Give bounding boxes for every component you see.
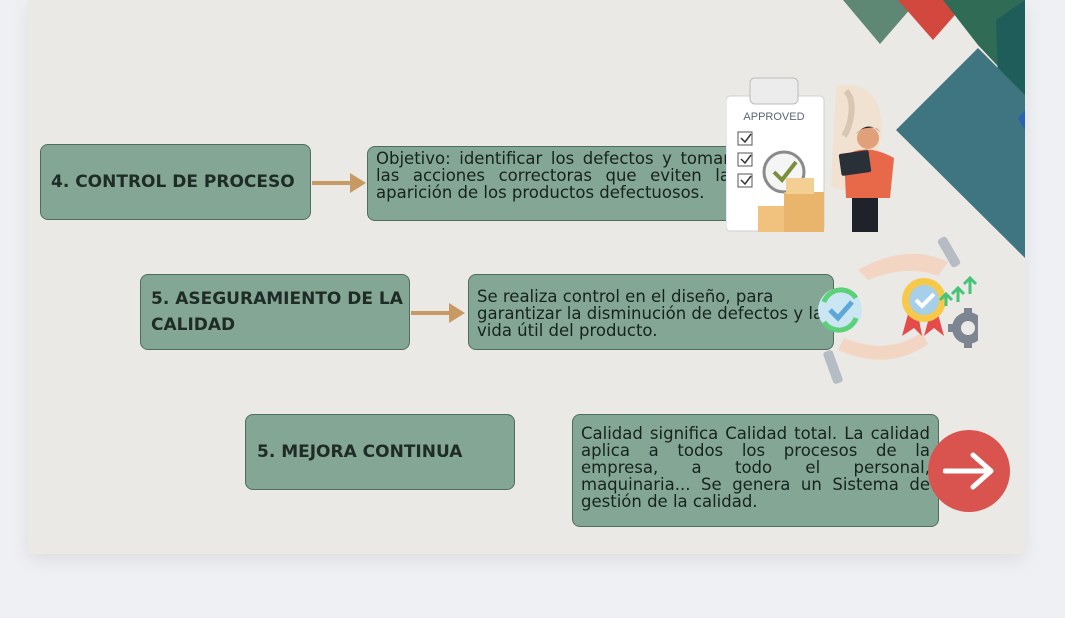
slide: 4. CONTROL DE PROCESO Objetivo: identifi… xyxy=(28,0,1025,554)
next-arrow-icon xyxy=(943,452,994,490)
section-description-text: Se realiza control en el diseño, para ga… xyxy=(477,287,824,340)
award-badge-icon xyxy=(902,278,946,336)
boxes-icon xyxy=(758,178,824,232)
decorative-diamonds xyxy=(843,0,1025,258)
section-title-text: 4. CONTROL DE PROCESO xyxy=(51,172,295,192)
quality-assurance-illustration xyxy=(818,236,978,384)
hands-holding-icon xyxy=(823,236,961,384)
section-description-aseguramiento: Se realiza control en el diseño, para ga… xyxy=(468,274,834,350)
section-title-mejora: 5. MEJORA CONTINUA xyxy=(245,414,515,490)
section-title-text: 5. MEJORA CONTINUA xyxy=(257,442,463,462)
approved-clipboard-illustration: APPROVED xyxy=(726,77,894,232)
connector-arrow-icon xyxy=(312,173,366,193)
connector-arrow-icon xyxy=(411,303,465,323)
section-title-aseguramiento: 5. ASEGURAMIENTO DE LA CALIDAD xyxy=(140,274,410,350)
growth-arrows-icon xyxy=(938,275,978,306)
clipboard-label: APPROVED xyxy=(743,111,804,123)
section-description-mejora: Calidad significa Calidad total. La cali… xyxy=(572,414,939,527)
next-button[interactable] xyxy=(928,430,1010,512)
section-title-control-proceso: 4. CONTROL DE PROCESO xyxy=(40,144,311,220)
section-description-text: Calidad significa Calidad total. La cali… xyxy=(581,424,930,511)
refresh-check-icon xyxy=(818,287,862,333)
gear-icon xyxy=(948,308,978,348)
section-description-text: Objetivo: identificar los defectos y tom… xyxy=(376,149,730,202)
section-description-control-proceso: Objetivo: identificar los defectos y tom… xyxy=(367,146,739,221)
person-with-tablet-icon xyxy=(838,126,894,232)
section-title-text: 5. ASEGURAMIENTO DE LA CALIDAD xyxy=(151,289,403,335)
